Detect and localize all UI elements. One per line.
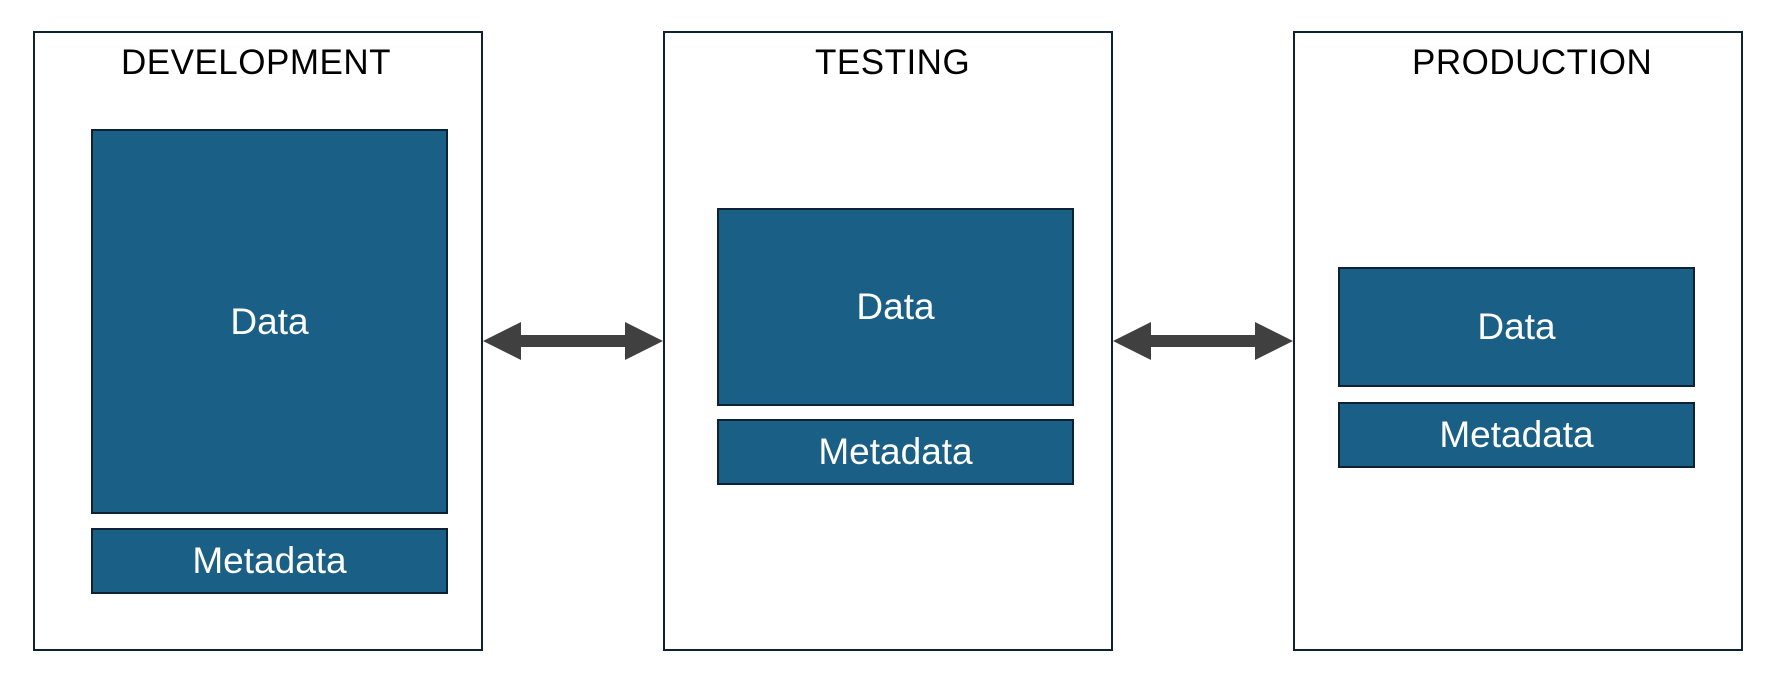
environment-title: TESTING <box>815 43 971 82</box>
bidirectional-arrow-icon <box>1113 322 1293 360</box>
arrow-shape <box>483 322 663 360</box>
data-block: Data <box>717 208 1074 406</box>
environment-title: PRODUCTION <box>1412 43 1653 82</box>
arrow-shape <box>1113 322 1293 360</box>
data-block: Data <box>91 129 448 514</box>
environment-title: DEVELOPMENT <box>121 43 391 82</box>
data-block: Data <box>1338 267 1695 387</box>
metadata-block: Metadata <box>717 419 1074 485</box>
environment-production: PRODUCTION Data Metadata <box>1293 31 1743 651</box>
environment-testing: TESTING Data Metadata <box>663 31 1113 651</box>
metadata-block: Metadata <box>91 528 448 594</box>
metadata-block: Metadata <box>1338 402 1695 468</box>
environment-development: DEVELOPMENT Data Metadata <box>33 31 483 651</box>
bidirectional-arrow-icon <box>483 322 663 360</box>
